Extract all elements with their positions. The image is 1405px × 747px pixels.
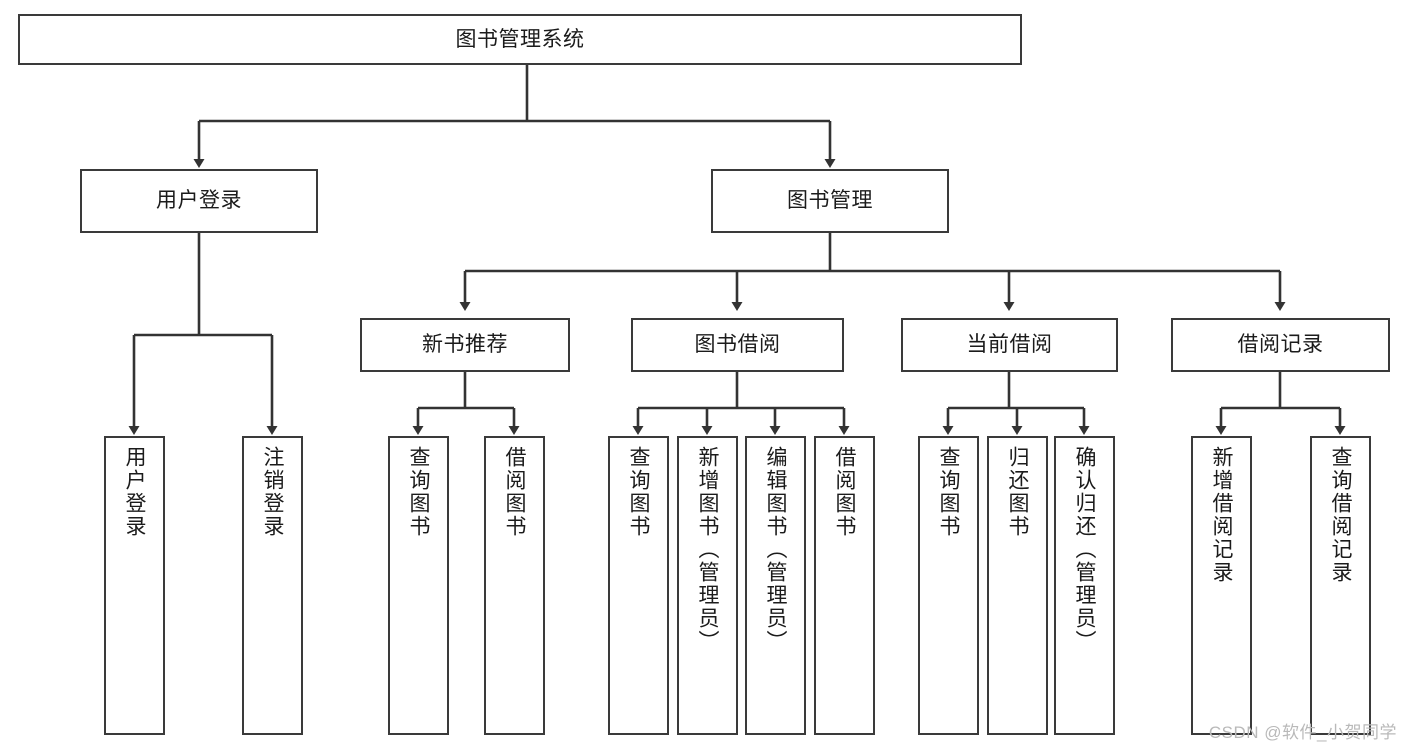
node-leaf-query-book-2[interactable]: 查询图书 <box>608 436 669 735</box>
node-new-book-recommend[interactable]: 新书推荐 <box>360 318 570 372</box>
node-leaf-query-record[interactable]: 查询借阅记录 <box>1310 436 1371 735</box>
node-new-book-recommend-label: 新书推荐 <box>422 333 508 357</box>
node-user-login-label: 用户登录 <box>156 189 242 213</box>
node-leaf-add-record[interactable]: 新增借阅记录 <box>1191 436 1252 735</box>
node-leaf-edit-book[interactable]: 编辑图书（管理员） <box>745 436 806 735</box>
node-book-borrow-label: 图书借阅 <box>694 333 781 357</box>
node-leaf-query-book-2-label: 查询图书 <box>627 446 650 538</box>
node-book-borrow[interactable]: 图书借阅 <box>631 318 844 372</box>
node-leaf-query-book-1[interactable]: 查询图书 <box>388 436 449 735</box>
node-leaf-logout-login[interactable]: 注销登录 <box>242 436 303 735</box>
node-leaf-logout-login-label: 注销登录 <box>261 446 284 538</box>
node-book-manage[interactable]: 图书管理 <box>711 169 949 233</box>
node-borrow-record-label: 借阅记录 <box>1237 333 1324 357</box>
node-leaf-query-book-3[interactable]: 查询图书 <box>918 436 979 735</box>
node-leaf-borrow-book-1[interactable]: 借阅图书 <box>484 436 545 735</box>
node-leaf-return-book[interactable]: 归还图书 <box>987 436 1048 735</box>
node-current-borrow-label: 当前借阅 <box>966 333 1053 357</box>
node-user-login[interactable]: 用户登录 <box>80 169 318 233</box>
node-leaf-add-book[interactable]: 新增图书（管理员） <box>677 436 738 735</box>
node-borrow-record[interactable]: 借阅记录 <box>1171 318 1390 372</box>
node-leaf-query-record-label: 查询借阅记录 <box>1329 446 1352 584</box>
node-leaf-add-record-label: 新增借阅记录 <box>1210 446 1233 584</box>
node-book-manage-label: 图书管理 <box>787 189 873 213</box>
node-leaf-query-book-3-label: 查询图书 <box>937 446 960 538</box>
watermark: CSDN @软件_小贺同学 <box>1208 723 1397 742</box>
node-leaf-borrow-book-2-label: 借阅图书 <box>833 446 856 538</box>
node-root-label: 图书管理系统 <box>455 27 585 51</box>
node-leaf-query-book-1-label: 查询图书 <box>407 446 430 538</box>
node-leaf-return-book-label: 归还图书 <box>1006 446 1029 538</box>
node-leaf-borrow-book-2[interactable]: 借阅图书 <box>814 436 875 735</box>
node-leaf-user-login-label: 用户登录 <box>123 446 146 538</box>
node-current-borrow[interactable]: 当前借阅 <box>901 318 1118 372</box>
node-leaf-confirm-return[interactable]: 确认归还（管理员） <box>1054 436 1115 735</box>
node-leaf-confirm-return-label: 确认归还（管理员） <box>1073 446 1096 653</box>
node-leaf-user-login[interactable]: 用户登录 <box>104 436 165 735</box>
node-leaf-borrow-book-1-label: 借阅图书 <box>503 446 526 538</box>
node-leaf-edit-book-label: 编辑图书（管理员） <box>764 446 787 653</box>
node-leaf-add-book-label: 新增图书（管理员） <box>696 446 719 653</box>
node-root[interactable]: 图书管理系统 <box>18 14 1022 65</box>
